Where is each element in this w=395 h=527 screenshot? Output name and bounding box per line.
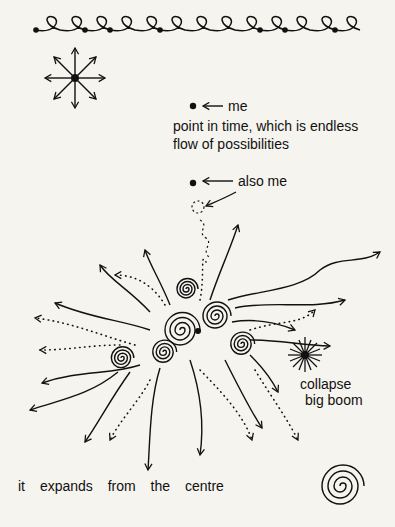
expansion-arrows [250, 340, 330, 346]
direction-star [75, 57, 96, 78]
timeline-dots [33, 27, 338, 33]
me-arrow [203, 105, 223, 106]
timeline-dots [257, 27, 263, 33]
expansion-arrows [232, 320, 295, 330]
burst-label: big boom [305, 391, 363, 409]
spiral-cluster [153, 340, 177, 362]
expansion-arrows [55, 303, 150, 330]
timeline-dots [157, 27, 163, 33]
dotted-arrows [110, 380, 150, 440]
direction-star [74, 48, 75, 78]
expansion-arrows [42, 365, 140, 383]
spiral-cluster [165, 313, 200, 346]
spiral-cluster [231, 332, 255, 354]
direction-star [74, 78, 75, 108]
timeline-dots [282, 27, 288, 33]
self-label: also me [238, 172, 287, 190]
self-label: me [228, 97, 247, 115]
expansion-arrows [225, 360, 262, 428]
direction-star [75, 77, 105, 78]
expansion-arrows [85, 372, 130, 442]
spiral-cluster [203, 302, 231, 328]
dotted-arrows [115, 275, 165, 305]
also-me-arrow [203, 180, 233, 181]
direction-star [54, 57, 75, 78]
dashed-self [192, 201, 204, 213]
timeline-dots [82, 27, 88, 33]
expansion-arrows [145, 250, 170, 305]
timeline-dots [33, 27, 39, 33]
dotted-arrows [35, 318, 135, 345]
dotted-arrows [255, 370, 298, 440]
centre-dot [195, 328, 201, 334]
expansion-arrows [250, 355, 278, 392]
timeline-dots [107, 27, 113, 33]
burst-label: collapse [300, 375, 351, 393]
dotted-arrows [35, 275, 315, 440]
expansion-arrows [148, 368, 160, 470]
dotted-arrows [250, 310, 315, 330]
expansion-arrows [100, 265, 150, 312]
spiral-cluster [177, 279, 198, 299]
direction-star [75, 78, 96, 99]
expansion-arrows [30, 225, 380, 470]
burst-centre [301, 351, 309, 359]
burst-symbol [288, 337, 322, 372]
expanding-spiral [322, 465, 364, 504]
dotted-trail [200, 259, 206, 300]
expansion-arrows [30, 372, 118, 410]
spiral-cluster [111, 347, 133, 368]
me-dot [190, 103, 196, 109]
direction-star [45, 48, 105, 108]
expansion-arrows [235, 300, 345, 308]
note-text: point in time, which is endless flow of … [173, 117, 373, 153]
also-me-dot [190, 180, 196, 186]
expansion-arrows [228, 252, 380, 300]
dashed-trail [200, 220, 210, 258]
dotted-arrows [200, 370, 252, 440]
caption-note: it expands from the centre [18, 477, 224, 495]
direction-star [45, 77, 75, 78]
expansion-arrows [190, 360, 202, 455]
also-me-arrow [206, 192, 236, 206]
dotted-arrows [40, 345, 120, 350]
timeline-dots [332, 27, 338, 33]
star-centre [71, 74, 79, 82]
direction-star [54, 78, 75, 99]
expansion-arrows [210, 225, 238, 300]
spiral-cluster [111, 279, 254, 368]
